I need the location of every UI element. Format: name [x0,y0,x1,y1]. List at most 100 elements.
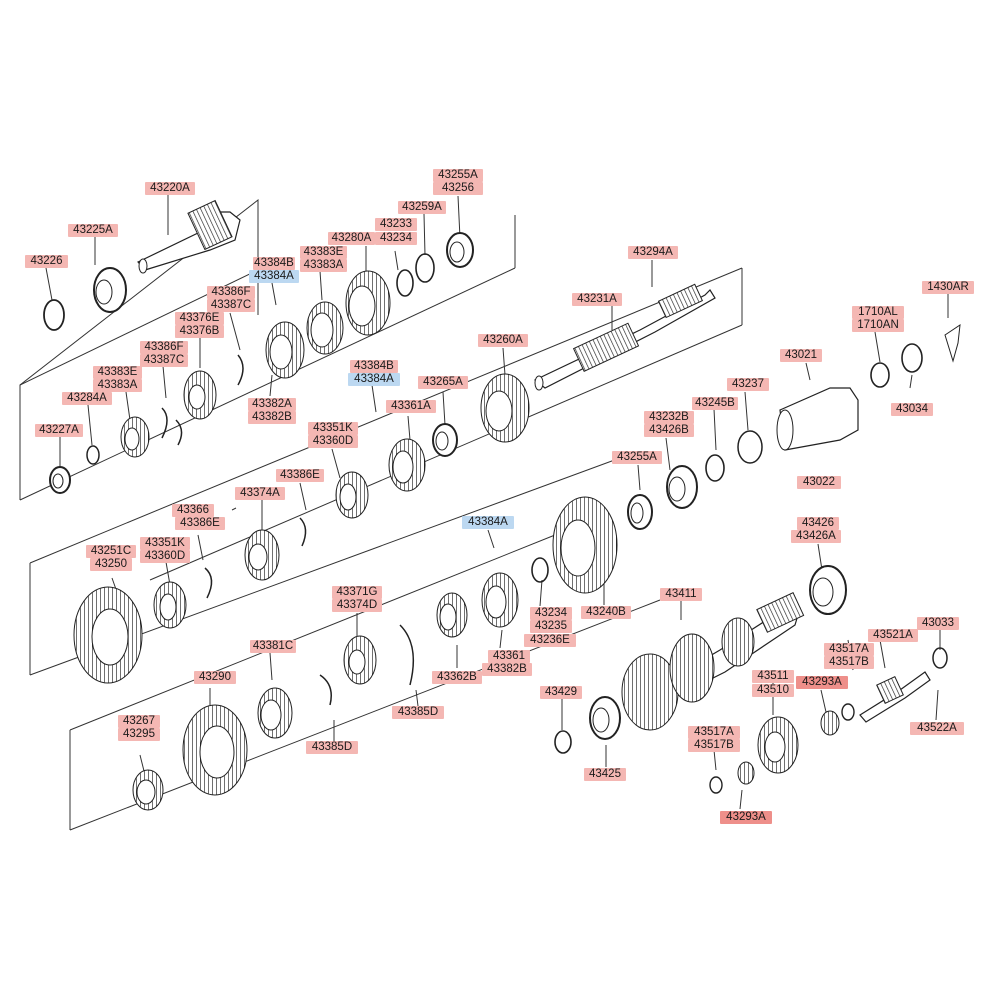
part-label-43361A[interactable]: 43361A [386,400,436,413]
part-ring-43245B [705,454,725,482]
part-label-43366[interactable]: 43366 [172,504,214,517]
part-label-43236E[interactable]: 43236E [524,634,576,647]
part-label-43517A[interactable]: 43517A [688,726,740,739]
part-synchro-43351K [299,471,369,547]
part-label-43381C[interactable]: 43381C [250,640,296,653]
part-label-43386E[interactable]: 43386E [175,517,225,530]
part-label-1430AR[interactable]: 1430AR [922,281,974,294]
part-label-43260A[interactable]: 43260A [478,334,528,347]
part-label-43022[interactable]: 43022 [797,476,841,489]
part-label-43382B[interactable]: 43382B [482,663,532,676]
part-label-43376E[interactable]: 43376E [175,312,224,325]
part-label-43511[interactable]: 43511 [752,670,794,683]
part-label-43220A[interactable]: 43220A [145,182,195,195]
part-label-43371G[interactable]: 43371G [332,586,382,599]
part-label-43384A[interactable]: 43384A [249,270,299,283]
part-label-43284A[interactable]: 43284A [62,392,112,405]
part-bearing-43225A [93,267,127,313]
part-label-43255A[interactable]: 43255A [433,169,483,182]
part-label-43251C[interactable]: 43251C [86,545,136,558]
part-label-43384B[interactable]: 43384B [350,360,398,373]
part-label-43383E[interactable]: 43383E [93,366,142,379]
part-bearing-43381C [257,687,293,739]
part-label-43245B[interactable]: 43245B [692,397,738,410]
part-label-43225A[interactable]: 43225A [68,224,118,237]
part-label-43293A[interactable]: 43293A [720,811,772,824]
part-bearing-43255A-b [627,494,653,530]
part-label-43235[interactable]: 43235 [530,620,572,633]
part-idler-shaft-43521A [859,647,948,723]
part-label-43280A[interactable]: 43280A [328,232,375,245]
part-label-1710AL[interactable]: 1710AL [852,306,904,319]
part-label-43426B[interactable]: 43426B [644,424,694,437]
part-label-43387C[interactable]: 43387C [207,299,255,312]
part-label-43382A[interactable]: 43382A [248,398,296,411]
part-label-43385D[interactable]: 43385D [306,741,358,754]
part-snap-rings-43233 [396,253,435,297]
part-label-43294A[interactable]: 43294A [628,246,678,259]
part-label-43383E[interactable]: 43383E [300,246,347,259]
part-label-43521A[interactable]: 43521A [868,629,918,642]
part-reverse-gear-43510 [757,716,799,774]
part-label-43382B[interactable]: 43382B [248,411,296,424]
part-label-43426[interactable]: 43426 [797,517,839,530]
part-label-43517A[interactable]: 43517A [824,643,874,656]
part-label-43425[interactable]: 43425 [584,768,626,781]
part-label-43383A[interactable]: 43383A [93,379,142,392]
part-label-43351K[interactable]: 43351K [308,422,358,435]
part-label-43384A[interactable]: 43384A [348,373,400,386]
part-label-43426A[interactable]: 43426A [791,530,841,543]
part-label-43360D[interactable]: 43360D [140,550,190,563]
part-label-43384A[interactable]: 43384A [462,516,514,529]
part-label-43226[interactable]: 43226 [25,255,68,268]
part-label-43233[interactable]: 43233 [375,218,417,231]
part-label-43232B[interactable]: 43232B [644,411,694,424]
part-label-43237[interactable]: 43237 [727,378,769,391]
part-label-43255A[interactable]: 43255A [612,451,662,464]
part-label-43227A[interactable]: 43227A [35,424,83,437]
part-gear-43376 [183,370,217,420]
part-label-43293A[interactable]: 43293A [796,676,848,689]
part-label-43234[interactable]: 43234 [375,232,417,245]
part-bearing-43227A [49,466,71,494]
part-label-43517B[interactable]: 43517B [688,739,740,752]
part-label-43259A[interactable]: 43259A [398,201,446,214]
part-label-43510[interactable]: 43510 [752,684,794,697]
part-bearing-43425 [589,696,621,740]
part-label-43383A[interactable]: 43383A [300,259,347,272]
part-label-43386F[interactable]: 43386F [207,286,255,299]
part-label-43290[interactable]: 43290 [194,671,236,684]
part-label-43250[interactable]: 43250 [90,558,132,571]
part-label-43034[interactable]: 43034 [891,403,933,416]
part-label-43361[interactable]: 43361 [488,650,530,663]
part-label-43376B[interactable]: 43376B [175,325,224,338]
part-gear-43374A [244,529,280,581]
part-needle-bearing-43293A [709,703,855,794]
part-label-43386F[interactable]: 43386F [140,341,188,354]
part-label-43240B[interactable]: 43240B [581,606,631,619]
part-label-43374D[interactable]: 43374D [332,599,382,612]
part-label-43429[interactable]: 43429 [540,686,582,699]
part-label-43387C[interactable]: 43387C [140,354,188,367]
part-label-43267[interactable]: 43267 [118,715,160,728]
part-bearing-43255A [446,232,474,268]
part-label-43384B[interactable]: 43384B [253,257,295,270]
part-label-43360D[interactable]: 43360D [308,435,358,448]
part-label-43386E[interactable]: 43386E [276,469,324,482]
part-label-43033[interactable]: 43033 [917,617,959,630]
part-label-43522A[interactable]: 43522A [910,722,964,735]
part-label-43362B[interactable]: 43362B [432,671,482,684]
part-label-43374A[interactable]: 43374A [235,487,285,500]
part-gear-43280A [345,270,391,336]
part-label-43234[interactable]: 43234 [530,607,572,620]
part-label-1710AN[interactable]: 1710AN [852,319,904,332]
part-label-43411[interactable]: 43411 [660,588,702,601]
part-label-43021[interactable]: 43021 [780,349,822,362]
part-label-43351K[interactable]: 43351K [140,537,190,550]
part-label-43231A[interactable]: 43231A [572,293,622,306]
part-label-43265A[interactable]: 43265A [418,376,468,389]
part-label-43517B[interactable]: 43517B [824,656,874,669]
part-label-43385D[interactable]: 43385D [392,706,444,719]
part-label-43295[interactable]: 43295 [118,728,160,741]
part-label-43256[interactable]: 43256 [433,182,483,195]
